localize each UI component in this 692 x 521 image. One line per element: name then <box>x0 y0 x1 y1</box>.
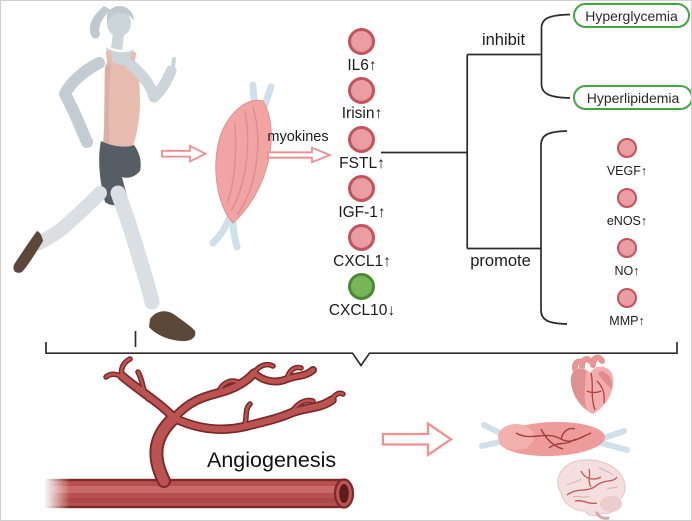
myokine-label-igf1: IGF-1↑ <box>338 204 386 221</box>
outcome-box-hyperglycemia: Hyperglycemia <box>573 3 690 28</box>
promote-dot-enos <box>617 188 637 208</box>
promote-dot-vegf <box>617 138 637 158</box>
skeletal-muscle-illustration <box>209 81 275 251</box>
myokine-dot-fstl <box>348 126 375 153</box>
promote-dot-mmp <box>617 288 637 308</box>
inhibit-label: inhibit <box>481 31 526 49</box>
runner-shorts <box>99 141 141 206</box>
myokine-dot-cxcl10 <box>348 273 375 300</box>
myokine-label-cxcl10: CXCL10↓ <box>328 302 396 319</box>
promote-label-enos: eNOS↑ <box>606 214 648 228</box>
skeletal-muscle-icon <box>479 421 630 457</box>
inhibit-bracket <box>540 13 571 99</box>
bottom-brace <box>45 331 678 367</box>
myokine-dot-il6 <box>348 28 375 55</box>
myokine-label-irisin: Irisin↑ <box>341 105 383 122</box>
myokine-dot-igf1 <box>348 175 375 202</box>
runner-to-muscle-arrow-icon <box>161 144 208 163</box>
promote-label-vegf: VEGF↑ <box>606 164 648 178</box>
myokines-arrow-icon <box>267 146 333 164</box>
myokine-label-il6: IL6↑ <box>347 57 377 74</box>
runner-ponytail <box>89 6 111 39</box>
blood-vessel-illustration <box>44 359 355 510</box>
promote-bracket <box>540 130 568 325</box>
myokine-label-cxcl1: CXCL1↑ <box>333 253 391 270</box>
angiogenesis-label: Angiogenesis <box>207 448 337 472</box>
heart-icon <box>570 354 614 414</box>
runner-back-shoe <box>13 231 43 273</box>
brace-path <box>45 342 678 367</box>
promote-label-mmp: MMP↑ <box>609 314 645 328</box>
myokines-label: myokines <box>267 129 329 145</box>
runner-illustration <box>13 6 196 342</box>
promote-dot-no <box>617 238 637 258</box>
brain-icon <box>557 459 626 520</box>
myokine-label-fstl: FSTL↑ <box>339 155 385 172</box>
myokine-dot-cxcl1 <box>348 224 375 251</box>
promote-label-no: NO↑ <box>614 264 640 278</box>
angiogenesis-to-organs-arrow-icon <box>381 421 454 458</box>
promote-label: promote <box>470 252 531 270</box>
runner-front-shoe <box>149 311 196 342</box>
branch-connector-lines <box>381 13 571 325</box>
myokine-dot-irisin <box>348 77 375 104</box>
outcome-box-hyperlipidemia: Hyperlipidemia <box>573 85 691 110</box>
